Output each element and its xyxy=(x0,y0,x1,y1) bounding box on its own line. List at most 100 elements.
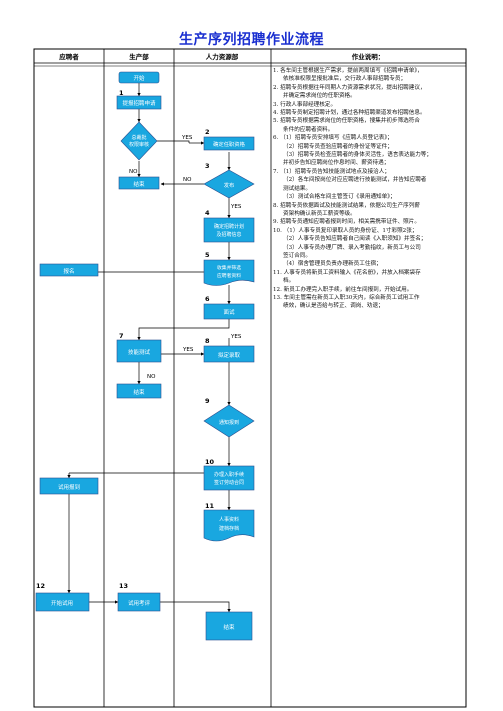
svg-text:发布: 发布 xyxy=(224,181,235,189)
svg-text:结束: 结束 xyxy=(223,623,235,631)
connectors xyxy=(67,83,231,613)
node-interview: 面试 xyxy=(203,303,255,320)
note-line: 11. 人事专员将新员工资料输入《花名册》，并放入档案袋存 xyxy=(273,269,421,276)
node-notify: 通知报到 xyxy=(203,404,255,438)
node-confirm-qualification: 确定任职资格 xyxy=(203,136,255,151)
swimlane-table xyxy=(33,48,467,708)
note-line: （2）招聘专员查验应聘者的身份证等证件； xyxy=(283,143,393,150)
node-end-verify: 结束 xyxy=(118,176,160,190)
svg-text:收集并筛选: 收集并筛选 xyxy=(217,264,241,271)
svg-text:结束: 结束 xyxy=(133,180,145,188)
node-hire-decision: 拟定录取 xyxy=(203,345,255,363)
step-13: 13 xyxy=(119,582,128,590)
node-request: 提报招聘申请 xyxy=(116,95,162,110)
col-header-hr: 人力资源部 xyxy=(206,52,239,61)
svg-text:确定任职资格: 确定任职资格 xyxy=(213,140,245,148)
svg-text:试用考评: 试用考评 xyxy=(128,599,151,607)
step-6: 6 xyxy=(205,295,210,303)
svg-text:结束: 结束 xyxy=(133,388,145,396)
note-line: 13. 车间主管需在新员工入职30天内，综合新员工试用工作 xyxy=(273,294,420,301)
note-line: 档。 xyxy=(283,278,295,285)
node-register: 报名 xyxy=(39,263,99,277)
note-line: 8. 招聘专员依据面试及技能测试结果，依据公司生产序列薪 xyxy=(273,202,420,209)
note-line: 绩效，确认是否给与转正、调岗、劝退； xyxy=(283,303,384,310)
svg-text:通知报到: 通知报到 xyxy=(219,419,239,426)
step-11: 11 xyxy=(205,502,215,510)
label-yes-interview: YES xyxy=(230,334,242,340)
node-start: 开始 xyxy=(118,71,160,84)
note-line: 6. （1）招聘专员安排填写《应聘人员登记表》； xyxy=(273,135,393,142)
step-10: 10 xyxy=(205,458,215,466)
note-line: 并确定需求岗位的任职资格。 xyxy=(283,93,356,100)
step-3: 3 xyxy=(205,162,210,170)
svg-text:人事资料: 人事资料 xyxy=(219,516,239,523)
node-recruit-plan: 确定招聘计划 及招聘信息 xyxy=(203,217,255,243)
svg-text:开始试用: 开始试用 xyxy=(51,599,73,607)
note-line: 1. 各车间主管根据生产需求，提前两周填写《招聘申请单》， xyxy=(273,68,423,74)
note-line: 条件的应聘者资料。 xyxy=(283,126,334,133)
node-end-skill: 结束 xyxy=(116,383,162,399)
flow-labels: YES NO NO YES YES YES NO xyxy=(129,135,242,380)
step-4: 4 xyxy=(205,209,210,217)
note-line: （2）各车间按岗位对应应聘进行技能测试，并告知应聘者 xyxy=(283,177,427,184)
step-12: 12 xyxy=(36,582,45,590)
step-1: 1 xyxy=(119,89,124,97)
note-line: （2）人事专员告知应聘者自己阅读《入职须知》并签名； xyxy=(283,236,427,243)
note-line: （4）宿舍管理员负责办理新员工住宿； xyxy=(283,261,382,268)
svg-text:报名: 报名 xyxy=(63,267,74,275)
svg-text:拟定录取: 拟定录取 xyxy=(218,351,241,359)
note-line: 4. 招聘专员制定招聘计划，通过各种招聘渠道发布招聘信息。 xyxy=(273,110,426,117)
note-line: 10. （1）人事专员复印录取人员的身份证、1寸彩照2张； xyxy=(273,227,418,234)
label-yes-skill: YES xyxy=(182,347,194,353)
note-line: 依核准权限呈报批准后，交行政人事部招聘专员； xyxy=(283,76,407,83)
note-line: 7. （1）招聘专员告知技能测试地点及接洽人； xyxy=(273,168,390,175)
node-verify-decision: 总裁批 权限审核 xyxy=(120,121,158,161)
svg-text:总裁批: 总裁批 xyxy=(131,134,146,141)
label-no-skill: NO xyxy=(147,374,156,380)
node-publish-decision: 发布 xyxy=(203,169,255,199)
label-no-verify: NO xyxy=(129,169,138,175)
svg-text:办理入职手续: 办理入职手续 xyxy=(214,471,244,478)
node-onboard: 办理入职手续 签订劳动合同 xyxy=(203,465,255,491)
note-line: 2. 招聘专员根据往年同期人力资源需求状况，提出招聘建议， xyxy=(273,84,426,91)
svg-text:试用报到: 试用报到 xyxy=(58,483,80,491)
note-line: 5. 招聘专员根据需求岗位的任职资格，搜集并初步筛选符合 xyxy=(273,118,420,125)
note-line: 9. 招聘专员通知应聘者报到时间，相关需携带证件、照片。 xyxy=(273,219,420,226)
note-line: （3）测试合格车间主管签订《录用通知单》； xyxy=(283,194,396,201)
note-line: 测试结果。 xyxy=(283,185,311,192)
note-line: （3）招聘专员检查应聘者的身体灵活性，语言表达能力等； xyxy=(283,152,432,159)
node-evaluate: 试用考评 xyxy=(117,592,161,612)
step-numbers: 1 2 3 4 5 6 7 8 9 10 11 12 13 xyxy=(36,89,215,590)
svg-text:应聘者资料: 应聘者资料 xyxy=(217,272,241,279)
page-title: 生产序列招聘作业流程 xyxy=(179,32,324,48)
col-header-notes: 作业说明： xyxy=(352,52,385,61)
step-7: 7 xyxy=(119,332,124,340)
svg-text:提报招聘申请: 提报招聘申请 xyxy=(122,99,156,107)
step-2: 2 xyxy=(205,128,210,136)
col-header-applicant: 应聘者 xyxy=(59,52,79,61)
process-notes: 1. 各车间主管根据生产需求，提前两周填写《招聘申请单》， 依核准权限呈报批准后，… xyxy=(273,67,483,311)
label-no-publish: NO xyxy=(183,177,192,183)
note-line: 并初步告知应聘岗位作息时间、薪资待遇； xyxy=(283,160,390,167)
note-line: 12. 新员工办理完入职手续，前往车间报到，开始试用。 xyxy=(273,286,413,293)
svg-text:技能测试: 技能测试 xyxy=(128,348,151,356)
note-line: （3）人事专员办理厂牌、录入考勤指纹，新员工与公司 xyxy=(283,244,421,251)
label-yes-publish: YES xyxy=(230,204,242,210)
svg-text:面试: 面试 xyxy=(223,308,235,316)
svg-text:签订劳动合同: 签订劳动合同 xyxy=(214,479,244,486)
note-line: 资架构确认新员工薪资等级。 xyxy=(283,210,356,217)
step-9: 9 xyxy=(205,397,210,405)
svg-text:开始: 开始 xyxy=(133,74,145,82)
node-archive: 人事资料 建档存档 xyxy=(203,509,255,542)
node-collect-applicants: 收集并筛选 应聘者资料 xyxy=(203,259,255,286)
svg-text:权限审核: 权限审核 xyxy=(129,141,149,148)
step-5: 5 xyxy=(205,251,210,259)
svg-text:确定招聘计划: 确定招聘计划 xyxy=(214,223,244,230)
node-start-trial: 开始试用 xyxy=(35,592,90,612)
node-skill-test: 技能测试 xyxy=(116,339,162,363)
step-8: 8 xyxy=(205,337,210,345)
node-trial-report: 试用报到 xyxy=(39,477,99,495)
node-end-final: 结束 xyxy=(205,611,253,641)
svg-text:建档存档: 建档存档 xyxy=(219,525,239,532)
